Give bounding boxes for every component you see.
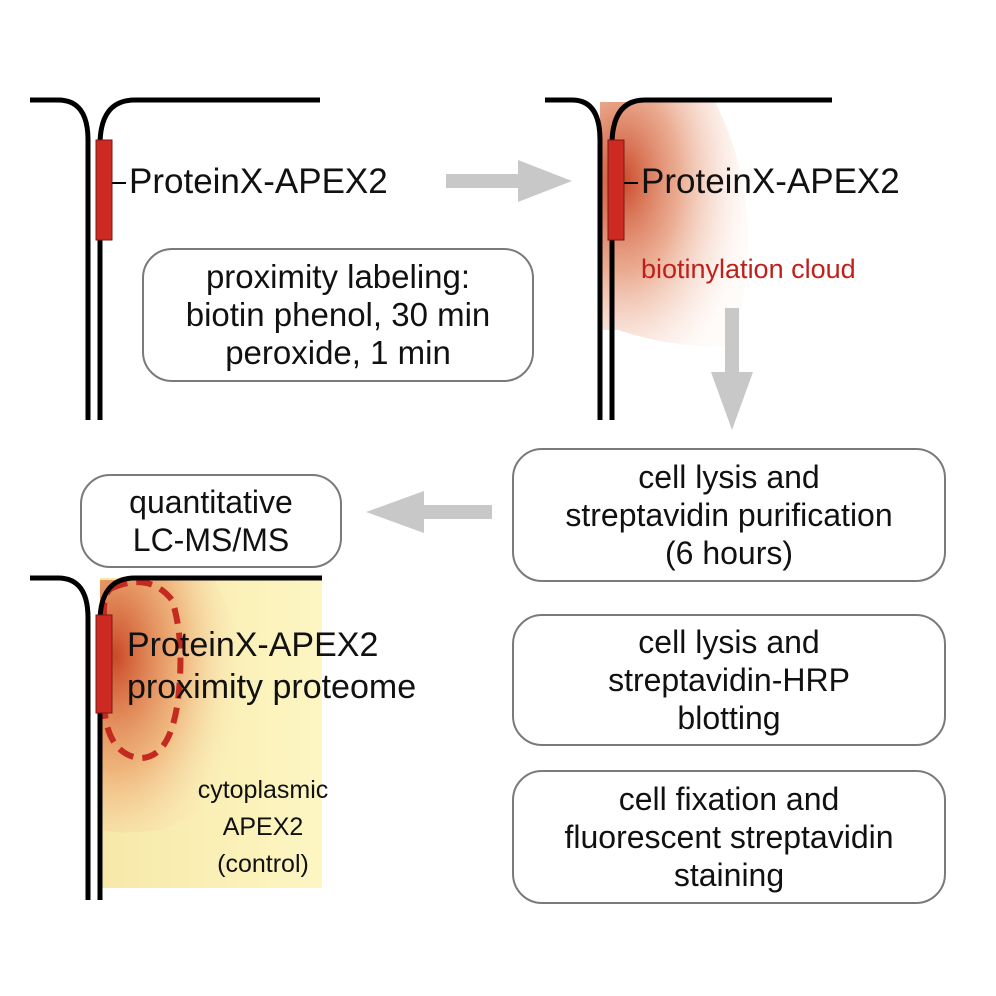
purification-step-box: cell lysis and streptavidin purification…: [512, 448, 946, 582]
panel1-apex2-fusion: [95, 139, 113, 241]
control-line-2: APEX2: [222, 813, 304, 841]
blotting-line-1: cell lysis and: [638, 624, 820, 660]
control-line-1: cytoplasmic: [197, 776, 329, 804]
biotinylation-cloud-label: biotinylation cloud: [641, 254, 856, 284]
panel2-membrane-left: [545, 97, 603, 420]
panel2-biotinylation-cloud: [600, 102, 748, 346]
labeling-line-2: biotin phenol, 30 min: [185, 296, 491, 333]
proximity-proteome-label: ProteinX-APEX2 proximity proteome: [127, 624, 416, 708]
proteome-line-2: proximity proteome: [127, 668, 417, 706]
lc-ms-box: quantitative LC-MS/MS: [80, 474, 342, 568]
panel2-apex2-fusion: [607, 139, 625, 241]
arrow-to-panel2: [446, 160, 572, 202]
panel3-apex2-fusion: [95, 614, 113, 714]
control-label: cytoplasmic APEX2 (control): [188, 772, 338, 883]
panel2-cell: [545, 97, 832, 420]
staining-line-1: cell fixation and: [618, 781, 840, 817]
staining-line-2: fluorescent streptavidin: [564, 819, 894, 855]
purification-line-1: cell lysis and: [638, 459, 820, 495]
panel3-membrane-left: [30, 575, 91, 900]
labeling-line-1: proximity labeling:: [205, 258, 471, 295]
purification-line-3: (6 hours): [664, 535, 794, 571]
panel3-proximity-cloud: [100, 580, 249, 833]
blotting-line-3: blotting: [677, 700, 781, 736]
proteome-line-1: ProteinX-APEX2: [127, 626, 379, 664]
panel3-proximity-boundary: [101, 579, 184, 762]
proximity-labeling-box: proximity labeling: biotin phenol, 30 mi…: [142, 248, 534, 382]
staining-line-3: staining: [673, 857, 785, 893]
panel1-cell: [30, 97, 320, 420]
purification-line-2: streptavidin purification: [565, 497, 893, 533]
panel1-protein-label: ProteinX-APEX2: [129, 162, 388, 201]
ms-line-1: quantitative: [129, 484, 293, 520]
panel1-membrane-left: [30, 97, 91, 420]
ms-line-2: LC-MS/MS: [132, 522, 290, 558]
staining-step-box: cell fixation and fluorescent streptavid…: [512, 770, 946, 904]
blotting-line-2: streptavidin-HRP: [608, 662, 850, 698]
blotting-step-box: cell lysis and streptavidin-HRP blotting: [512, 614, 946, 746]
control-line-3: (control): [217, 850, 309, 878]
labeling-line-3: peroxide, 1 min: [225, 334, 451, 371]
arrow-to-ms: [366, 491, 492, 533]
panel2-protein-label: ProteinX-APEX2: [641, 162, 900, 201]
arrow-to-lysis: [711, 308, 753, 430]
panel3-cell: [30, 575, 322, 900]
